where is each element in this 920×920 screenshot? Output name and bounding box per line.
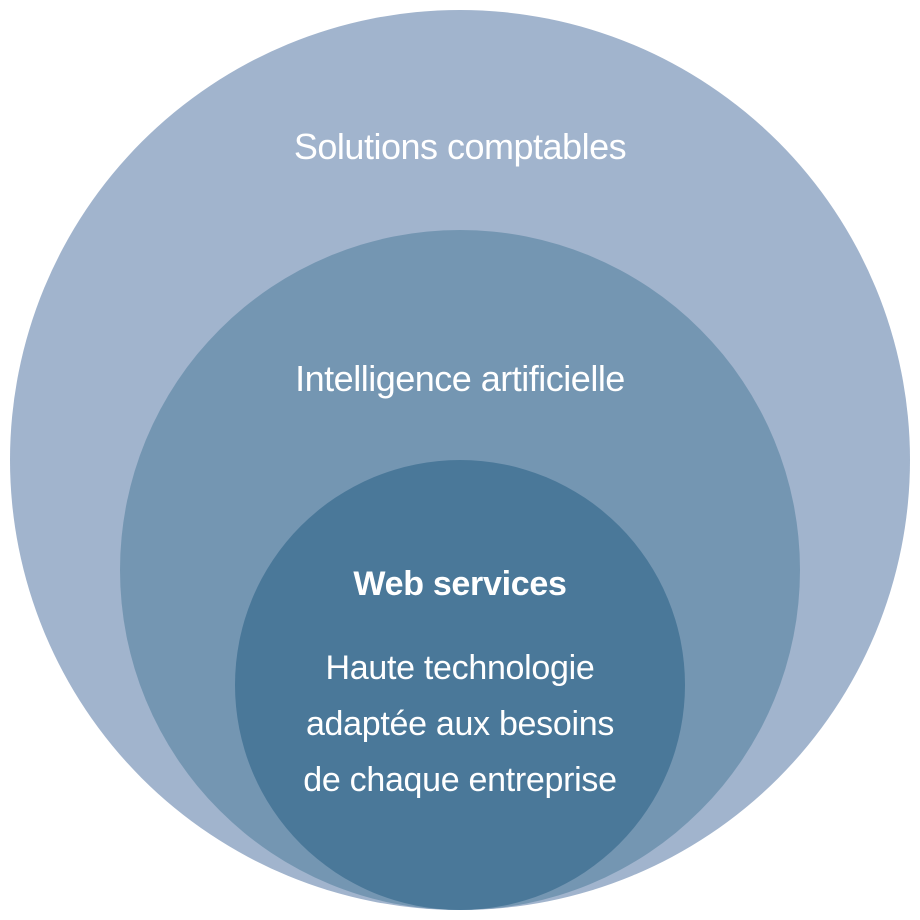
inner-description-line: Haute technologie xyxy=(325,649,595,687)
inner-circle-title: Web services xyxy=(353,565,567,603)
inner-circle-description: Haute technologie adaptée aux besoins de… xyxy=(0,640,920,808)
inner-description-line: adaptée aux besoins xyxy=(305,705,615,743)
inner-description-line: de chaque entreprise xyxy=(303,761,617,799)
middle-circle-label: Intelligence artificielle xyxy=(295,358,625,399)
inner-circle xyxy=(235,460,685,910)
outer-circle-label: Solutions comptables xyxy=(293,126,627,167)
